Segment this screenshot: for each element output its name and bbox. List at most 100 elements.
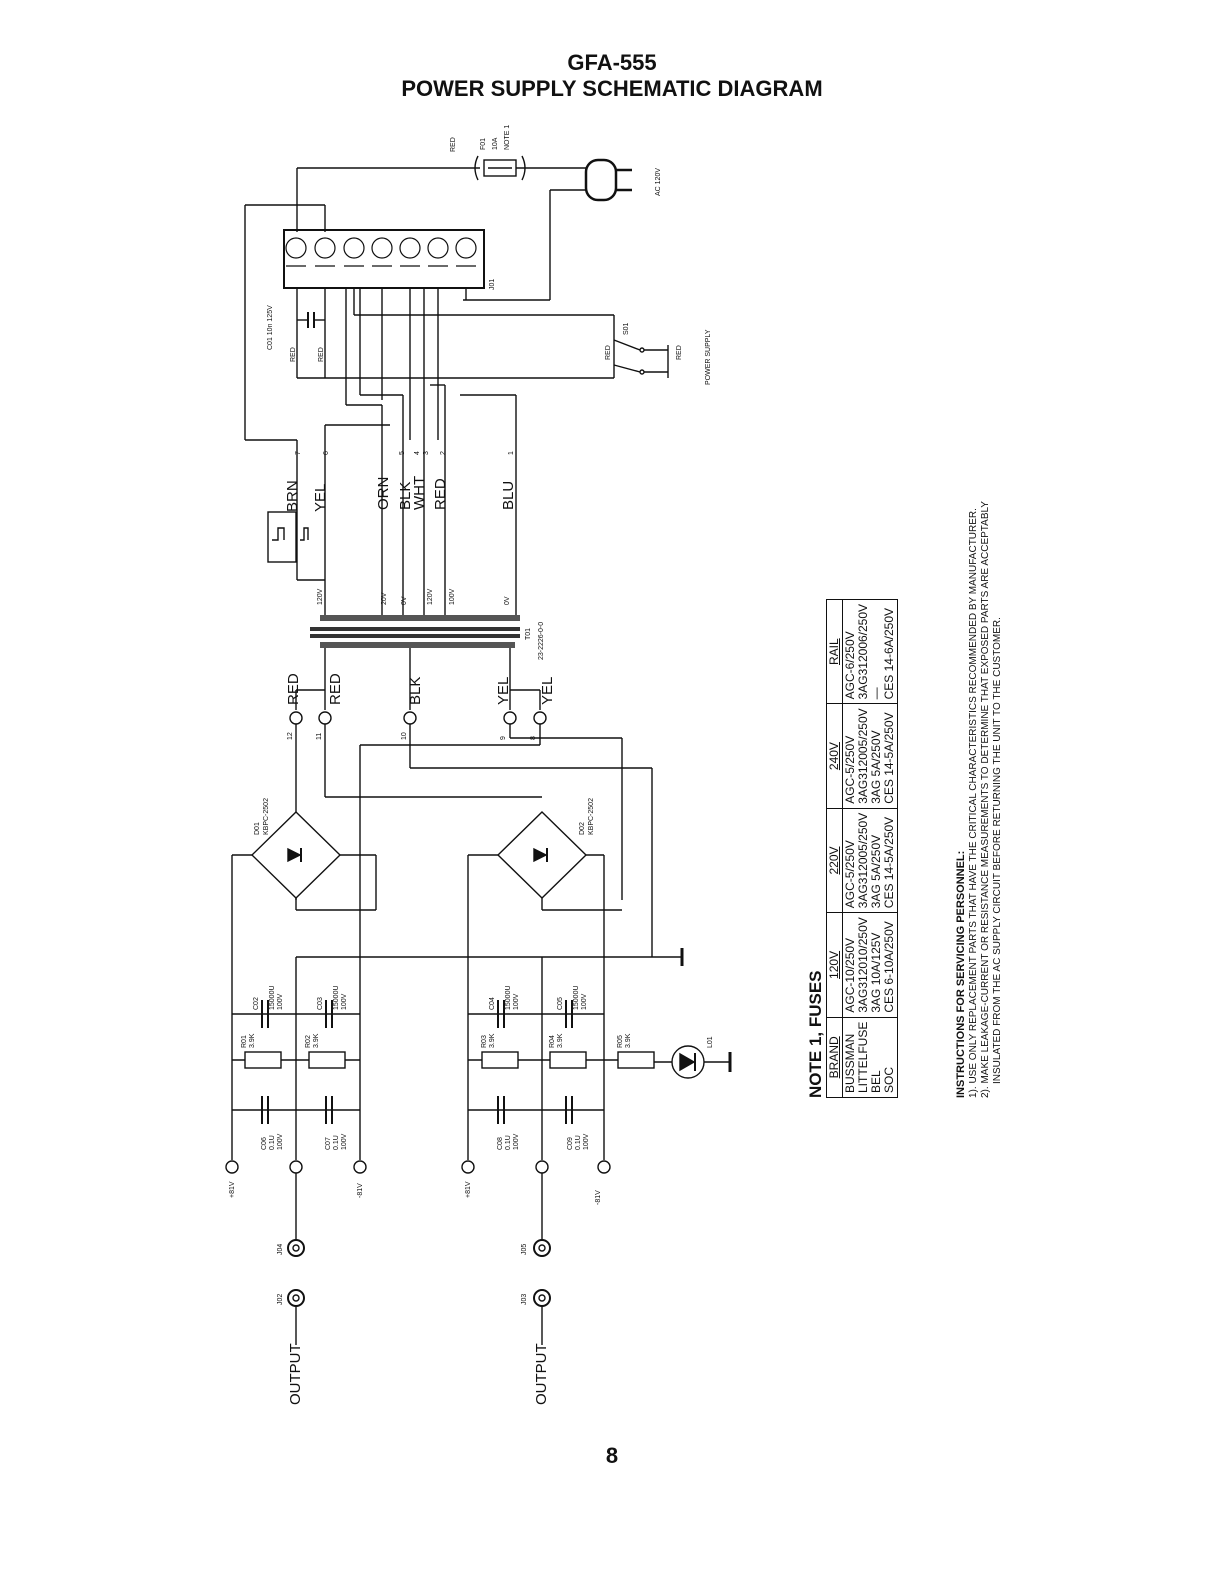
jack-j05: J05 [521, 1244, 528, 1255]
note-fuses-title: NOTE 1, FUSES [806, 970, 825, 1098]
c08-value: 0.1U [505, 1135, 512, 1150]
r05-value: 3.9K [625, 1033, 632, 1048]
output-label-1: OUTPUT [287, 1343, 304, 1405]
c03-ref: C03 [317, 997, 324, 1010]
col-rail: RAIL [826, 599, 843, 704]
c09-voltage: 100V [583, 1133, 590, 1150]
c09-ref: C09 [567, 1137, 574, 1150]
c07-ref: C07 [325, 1137, 332, 1150]
pin-2: 2 [440, 451, 447, 455]
led-l01: L01 [654, 1036, 732, 1079]
r03-ref: R03 [481, 1035, 488, 1048]
tap-0v-b: 0V [504, 596, 511, 605]
rail-plus-1: +81V [229, 1181, 236, 1198]
primary-wiring [267, 288, 517, 615]
rail-minus-1: -81V [357, 1183, 364, 1198]
fuse-wire-label: RED [450, 137, 457, 152]
rail-plus-2: +81V [465, 1181, 472, 1198]
c05-value: 15000U [573, 985, 580, 1010]
secondary-wiring [289, 648, 653, 1160]
instruction-1: 1). USE ONLY REPLACEMENT PARTS THAT HAVE… [968, 508, 979, 1098]
d01-ref: D01 [254, 822, 261, 835]
rail-minus-2: -81V [595, 1190, 602, 1205]
instruction-2-cont: INSULATED FROM THE AC SUPPLY CIRCUIT BEF… [992, 617, 1003, 1084]
d01-part: KBPC-2502 [263, 798, 270, 835]
instruction-2: 2). MAKE LEAKAGE-CURRENT OR RESISTANCE M… [980, 501, 991, 1098]
pin-3: 3 [423, 451, 430, 455]
ac-input-label: AC 120V [655, 168, 662, 196]
fuse-rating: 10A [492, 137, 499, 150]
sec-pin-11: 11 [316, 733, 323, 740]
model-title: GFA-555 [567, 50, 657, 75]
capacitor-c01: C01 10n 125V RED RED [267, 288, 326, 378]
sec-pin-8: 8 [530, 736, 537, 740]
jack-j02: J02 [277, 1294, 284, 1305]
r01-value: 3.9K [249, 1033, 256, 1048]
transformer-t01: T01 23-2226-0-0 [310, 615, 545, 660]
pin-7: 7 [295, 451, 302, 455]
right-filter-labels: C04 15000U 100V C05 15000U 100V R03 3.9K… [465, 985, 632, 1405]
sec-wire-red-2: RED [327, 673, 344, 705]
c08-voltage: 100V [513, 1133, 520, 1150]
sec-wire-yel-2: YEL [539, 677, 556, 705]
output-label-2: OUTPUT [533, 1343, 550, 1405]
instructions-title: INSTRUCTIONS FOR SERVICING PERSONNEL: [955, 850, 967, 1098]
pin-6: 6 [323, 451, 330, 455]
c02-value: 15000U [269, 985, 276, 1010]
r01-ref: R01 [241, 1035, 248, 1048]
c02-ref: C02 [253, 997, 260, 1010]
sec-wire-red-1: RED [285, 673, 302, 705]
sec-pin-10: 10 [401, 732, 408, 740]
wire-orn: ORN [375, 477, 392, 510]
r03-value: 3.9K [489, 1033, 496, 1048]
j01-label: J01 [489, 279, 496, 290]
jack-j04: J04 [277, 1244, 284, 1255]
col-240v: 240V [826, 703, 843, 809]
c06-ref: C06 [261, 1137, 268, 1150]
r02-ref: R02 [305, 1035, 312, 1048]
pin-5: 5 [399, 451, 406, 455]
left-filter-labels: C02 15000U 100V C03 15000U 100V R01 3.9K… [229, 985, 364, 1405]
jack-j03: J03 [521, 1294, 528, 1305]
sec-pin-9: 9 [500, 736, 507, 740]
c08-ref: C08 [497, 1137, 504, 1150]
c04-ref: C04 [489, 997, 496, 1010]
sec-wire-yel-1: YEL [495, 677, 512, 705]
r04-ref: R04 [549, 1035, 556, 1048]
col-120v: 120V [826, 912, 843, 1018]
fuse-note: NOTE 1 [504, 125, 511, 150]
c06-voltage: 100V [277, 1133, 284, 1150]
power-switch-s01: RED RED S01 POWER SUPPLY [605, 315, 712, 385]
c04-value: 15000U [505, 985, 512, 1010]
col-brand: BRAND [826, 1017, 843, 1098]
wire-brn: BRN [284, 480, 301, 512]
tap-120v-b: 120V [427, 588, 434, 605]
terminal-block-j01: J01 [283, 229, 496, 290]
c07-value: 0.1U [333, 1135, 340, 1150]
primary-wire-labels: BRN YEL ORN BLK WHT RED BLU 7 6 5 4 3 2 … [284, 451, 517, 605]
sec-pin-12: 12 [287, 732, 294, 740]
bridge-rectifier-d01: D01 KBPC-2502 [231, 798, 377, 1160]
transformer-part: 23-2226-0-0 [538, 622, 545, 660]
c05-voltage: 100V [581, 993, 588, 1010]
page-title: POWER SUPPLY SCHEMATIC DIAGRAM [401, 76, 823, 101]
d02-ref: D02 [579, 822, 586, 835]
r04-value: 3.9K [557, 1033, 564, 1048]
tap-20v: 20V [381, 592, 388, 605]
r05-ref: R05 [617, 1035, 624, 1048]
wire-red-1: RED [290, 347, 297, 362]
switch-ref: S01 [623, 322, 630, 335]
ac-plug: AC 120V [550, 158, 662, 202]
d02-part: KBPC-2502 [588, 798, 595, 835]
c05-ref: C05 [557, 997, 564, 1010]
switch-wire-1: RED [605, 345, 612, 360]
servicing-instructions: INSTRUCTIONS FOR SERVICING PERSONNEL: 1)… [955, 501, 1004, 1098]
pin-1: 1 [508, 451, 515, 455]
wire-blu: BLU [500, 481, 517, 510]
c07-voltage: 100V [341, 1133, 348, 1150]
